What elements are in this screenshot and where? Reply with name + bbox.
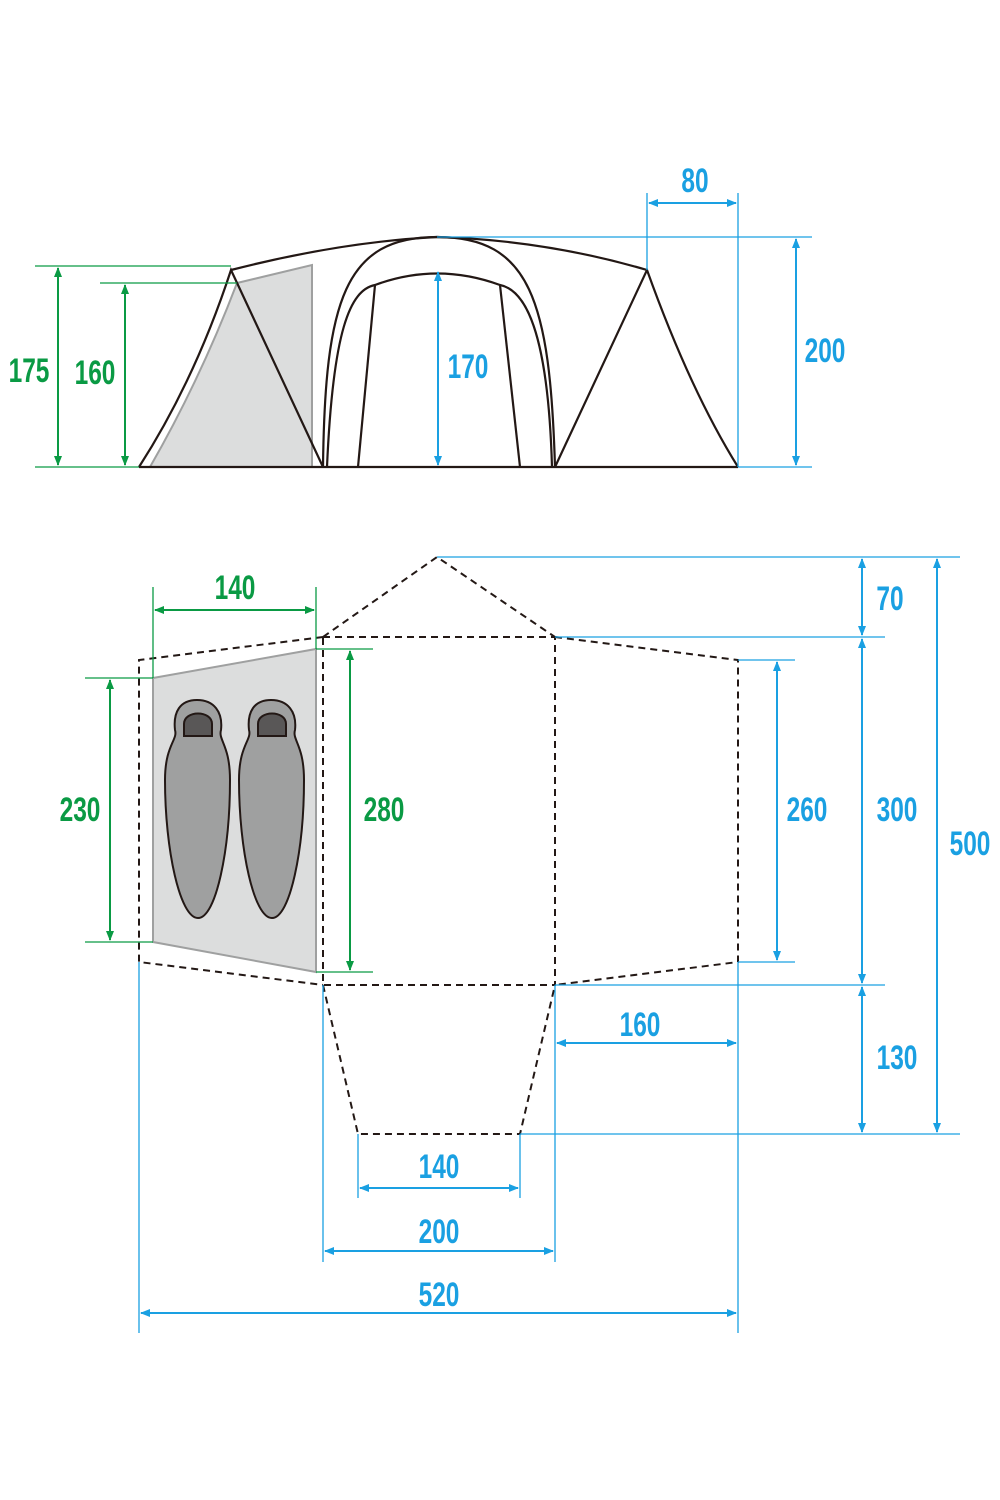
label-160: 160 — [75, 354, 116, 392]
rear-extension-outline — [322, 984, 556, 1135]
label-260: 260 — [787, 791, 828, 829]
label-280: 280 — [364, 791, 405, 829]
label-520: 520 — [419, 1276, 460, 1314]
label-175: 175 — [9, 352, 50, 390]
right-section-outline — [554, 636, 739, 986]
sleeping-bag-icon — [163, 698, 232, 920]
label-200-height: 200 — [805, 332, 846, 370]
left-section-outline — [138, 636, 324, 986]
roof-line — [230, 235, 648, 272]
front-peak-outline — [322, 555, 556, 638]
label-170: 170 — [448, 348, 489, 386]
center-section-outline — [322, 636, 556, 986]
sleeping-bag-icon — [237, 698, 306, 920]
label-230: 230 — [60, 791, 101, 829]
plan-view: 140 230 280 260 70 300 130 500 160 140 2… — [60, 555, 991, 1333]
side-view: 175 160 170 200 80 — [9, 162, 846, 469]
label-200-width: 200 — [419, 1213, 460, 1251]
label-70: 70 — [876, 580, 903, 618]
label-140-bottom: 140 — [419, 1148, 460, 1186]
left-vestibule-outline — [138, 267, 324, 468]
inner-tent-panel — [148, 263, 313, 468]
label-130: 130 — [877, 1039, 918, 1077]
label-300: 300 — [877, 791, 918, 829]
label-500: 500 — [950, 825, 991, 863]
right-vestibule-outline — [554, 267, 739, 468]
label-160-width: 160 — [620, 1006, 661, 1044]
label-80: 80 — [681, 162, 708, 200]
door-line-left — [356, 284, 377, 468]
door-line-right — [498, 284, 522, 468]
label-140-top: 140 — [215, 569, 256, 607]
